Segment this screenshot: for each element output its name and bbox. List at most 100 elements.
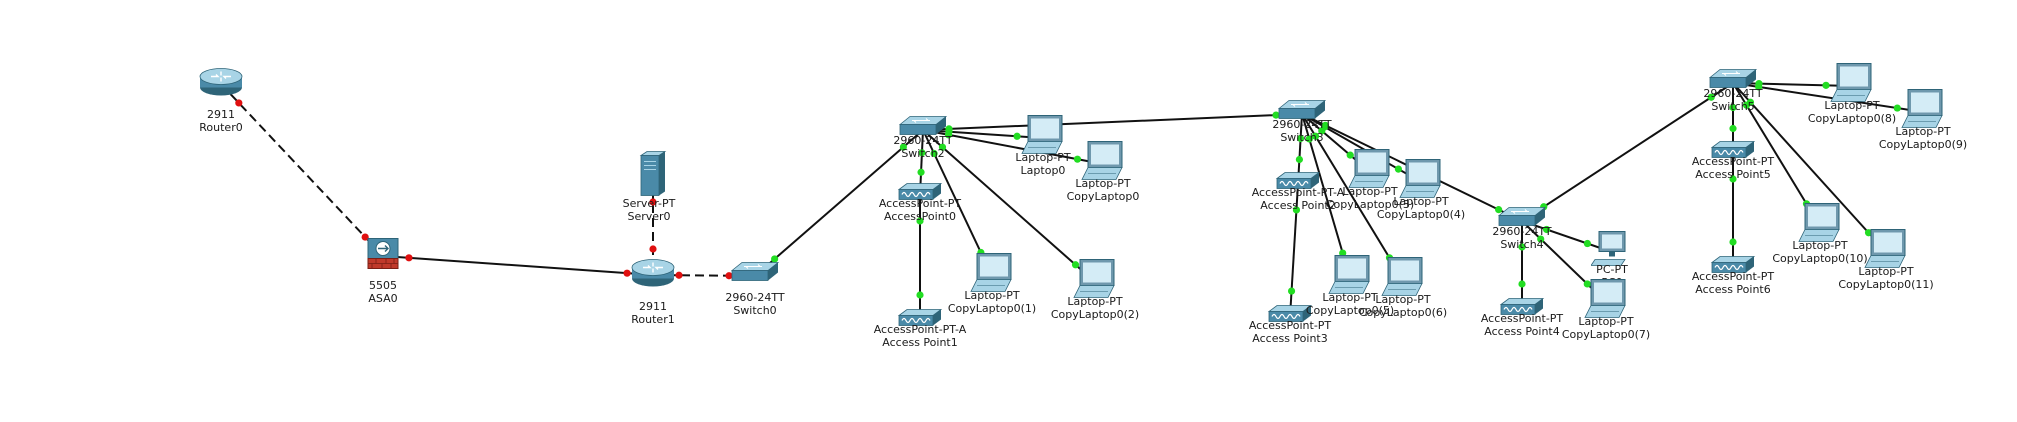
laptop-icon[interactable] [1327, 254, 1373, 303]
link-status-light [1822, 81, 1830, 89]
device-model-label: Laptop-PT [1075, 177, 1131, 190]
link-status-light [1394, 165, 1403, 173]
device-model-label: 2911 [207, 108, 235, 121]
switch-icon[interactable] [1708, 68, 1758, 99]
link-switch2-copylaptop0_2[interactable] [922, 129, 1096, 283]
accesspoint-icon[interactable] [897, 308, 943, 335]
accesspoint-icon[interactable] [1499, 297, 1545, 324]
device-model-label: 2911 [639, 300, 667, 313]
link-status-light [1755, 83, 1763, 91]
device-name-label: Server0 [627, 210, 671, 223]
switch-icon[interactable] [1277, 99, 1327, 130]
link-status-light [1013, 132, 1021, 140]
accesspoint-icon[interactable] [1710, 255, 1756, 282]
laptop-icon[interactable] [1398, 158, 1444, 207]
link-switch5-copylaptop0_9[interactable] [1732, 82, 1924, 113]
link-status-light [1321, 121, 1329, 129]
laptop-icon[interactable] [1080, 140, 1126, 189]
link-switch5-copylaptop0_8[interactable] [1732, 82, 1853, 87]
device-name-label: CopyLaptop0(2) [1050, 308, 1140, 321]
device-name-label: ASA0 [368, 292, 398, 305]
device-model-label: Laptop-PT [1393, 195, 1449, 208]
device-model-label: PC-PT [1596, 263, 1628, 276]
device-name-label: CopyLaptop0(9) [1878, 138, 1968, 151]
link-status-light [1311, 132, 1320, 140]
device-model-label: 2960-24TT [725, 291, 785, 304]
link-switch0-switch2[interactable] [754, 129, 924, 277]
router-icon[interactable] [630, 258, 676, 293]
link-status-light [1292, 206, 1301, 214]
link-switch2-switch3[interactable] [922, 113, 1303, 131]
laptop-icon[interactable] [1863, 228, 1909, 277]
laptop-icon[interactable] [1072, 258, 1118, 307]
link-switch3-copylaptop0_6[interactable] [1301, 113, 1404, 281]
switch-icon[interactable] [1497, 206, 1547, 237]
router-icon[interactable] [198, 67, 244, 102]
link-router0-asa0[interactable] [220, 83, 384, 257]
link-status-light [1537, 235, 1545, 243]
device-name-label: CopyLaptop0 [1066, 190, 1140, 203]
link-status-light [771, 255, 779, 263]
link-switch4-pc0[interactable] [1521, 220, 1613, 253]
firewall-icon[interactable] [366, 237, 400, 276]
link-status-light [944, 131, 953, 139]
switch-icon[interactable] [898, 115, 948, 146]
laptop-icon[interactable] [1900, 88, 1946, 137]
accesspoint-icon[interactable] [1267, 304, 1313, 331]
device-model-label: AccessPoint-PT-A [1251, 186, 1345, 199]
device-name-label: Switch5 [1711, 100, 1755, 113]
laptop-icon[interactable] [1797, 202, 1843, 251]
link-status-light [725, 272, 733, 280]
link-status-light [1339, 249, 1347, 257]
link-switch4-switch5[interactable] [1521, 82, 1734, 222]
link-status-light [1071, 261, 1080, 269]
device-name-label: Access Point1 [882, 336, 958, 349]
laptop-icon[interactable] [1347, 148, 1393, 197]
device-model-label: Laptop-PT [1322, 291, 1378, 304]
device-model-label: 2960-24TT [1272, 118, 1332, 131]
link-status-light [1746, 98, 1755, 106]
device-name-label: Switch3 [1280, 131, 1324, 144]
pc-icon[interactable] [1590, 230, 1633, 275]
device-name-label: Access Point4 [1484, 325, 1560, 338]
device-name-label: CopyLaptop0(7) [1561, 328, 1651, 341]
accesspoint-icon[interactable] [1710, 140, 1756, 167]
device-name-label: Router0 [199, 121, 243, 134]
accesspoint-icon[interactable] [897, 182, 943, 209]
laptop-icon[interactable] [1020, 114, 1066, 163]
device-name-label: Access Point3 [1252, 332, 1328, 345]
link-switch5-copylaptop0_11[interactable] [1732, 82, 1887, 253]
laptop-icon[interactable] [1583, 278, 1629, 327]
device-name-label: Access Point6 [1695, 283, 1771, 296]
link-status-light [1272, 111, 1280, 119]
link-asa0-router1[interactable] [382, 255, 654, 276]
link-status-light [1729, 124, 1737, 133]
laptop-icon[interactable] [1380, 256, 1426, 305]
link-status-light [917, 168, 925, 176]
device-name-label: CopyLaptop0(10) [1772, 252, 1868, 265]
link-status-light [235, 99, 243, 107]
link-status-light [938, 143, 947, 151]
laptop-icon[interactable] [969, 252, 1015, 301]
link-switch2-copylaptop0[interactable] [922, 129, 1104, 165]
link-status-light [1893, 104, 1901, 112]
accesspoint-icon[interactable] [1275, 171, 1321, 198]
switch-icon[interactable] [730, 261, 780, 292]
link-status-light [675, 271, 683, 279]
link-switch2-laptop0[interactable] [922, 129, 1044, 139]
device-model-label: 2960-24TT [893, 134, 953, 147]
link-status-light [361, 233, 369, 241]
server-icon[interactable] [637, 150, 669, 203]
device-model-label: Server-PT [622, 197, 676, 210]
device-name-label: CopyLaptop0(5) [1305, 304, 1395, 317]
link-status-light [1295, 155, 1303, 164]
link-status-light [1707, 93, 1715, 101]
device-model-label: Laptop-PT [1578, 315, 1634, 328]
device-name-label: Laptop0 [1020, 164, 1066, 177]
link-ap2-ap3[interactable] [1289, 183, 1299, 318]
laptop-icon[interactable] [1829, 62, 1875, 111]
link-status-light [1287, 287, 1296, 295]
link-status-light [916, 291, 924, 299]
device-model-label: AccessPoint-PT-A [873, 323, 967, 336]
